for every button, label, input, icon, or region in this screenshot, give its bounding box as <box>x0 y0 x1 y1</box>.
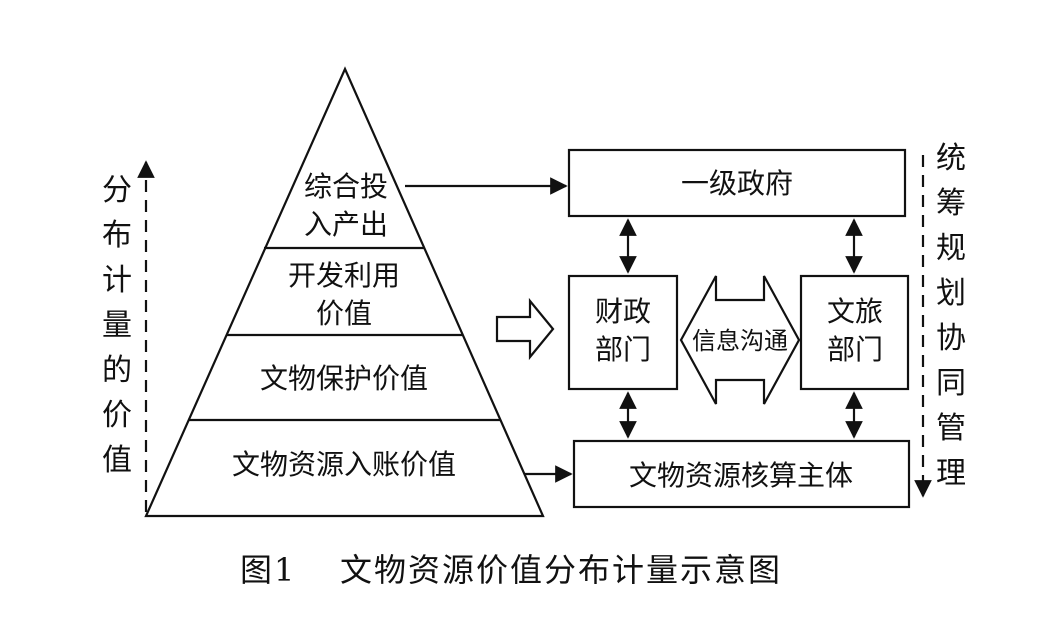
pyramid-level-2-line-2: 价值 <box>316 297 372 330</box>
finance-dept-box: 财政 部门 <box>567 274 679 391</box>
government-box: 一级政府 <box>567 148 907 218</box>
left-axis-char: 计 <box>102 263 132 298</box>
hollow-right-arrow <box>495 297 555 361</box>
pyramid-outline <box>144 66 545 518</box>
pyramid-level-3: 文物保护价值 <box>260 362 428 395</box>
value-pyramid: 综合投 入产出 开发利用 价值 文物保护价值 文物资源入账价值 <box>144 66 545 518</box>
accounting-entity-box: 文物资源核算主体 <box>572 439 911 509</box>
finance-dept-line-2: 部门 <box>595 333 651 366</box>
figure-number: 图1 <box>240 551 296 589</box>
right-axis-char: 管 <box>936 411 966 446</box>
left-axis-char: 值 <box>102 443 132 478</box>
left-axis-char: 布 <box>102 218 132 253</box>
right-axis-char: 划 <box>936 276 966 311</box>
figure-title: 文物资源价值分布计量示意图 <box>340 551 782 589</box>
accounting-entity-label: 文物资源核算主体 <box>629 459 853 492</box>
left-axis-label: 分 布 计 量 的 价 值 <box>102 173 132 478</box>
right-axis-char: 同 <box>936 366 966 401</box>
right-axis-char: 规 <box>936 231 966 266</box>
pyramid-level-1-line-2: 入产出 <box>304 208 388 241</box>
information-exchange-label: 信息沟通 <box>692 327 788 355</box>
left-axis-char: 量 <box>102 308 132 343</box>
right-axis-label: 统 筹 规 划 协 同 管 理 <box>936 141 966 491</box>
right-axis-char: 理 <box>936 456 966 491</box>
information-exchange-arrow: 信息沟通 <box>679 275 801 405</box>
right-axis-char: 协 <box>936 321 966 356</box>
government-box-label: 一级政府 <box>681 167 793 200</box>
culture-tourism-dept-line-1: 文旅 <box>827 295 883 328</box>
figure-caption: 图1 文物资源价值分布计量示意图 <box>240 551 782 589</box>
pyramid-level-4: 文物资源入账价值 <box>232 448 456 481</box>
pyramid-level-2-line-1: 开发利用 <box>288 259 400 292</box>
left-axis-char: 的 <box>102 353 132 388</box>
culture-tourism-dept-box: 文旅 部门 <box>799 274 910 391</box>
right-axis-char: 统 <box>936 141 966 176</box>
culture-tourism-dept-line-2: 部门 <box>827 333 883 366</box>
pyramid-level-1-line-1: 综合投 <box>304 170 388 203</box>
left-axis-char: 分 <box>102 173 132 208</box>
finance-dept-line-1: 财政 <box>595 295 651 328</box>
left-axis-char: 价 <box>102 398 132 433</box>
right-axis-char: 筹 <box>936 186 966 221</box>
